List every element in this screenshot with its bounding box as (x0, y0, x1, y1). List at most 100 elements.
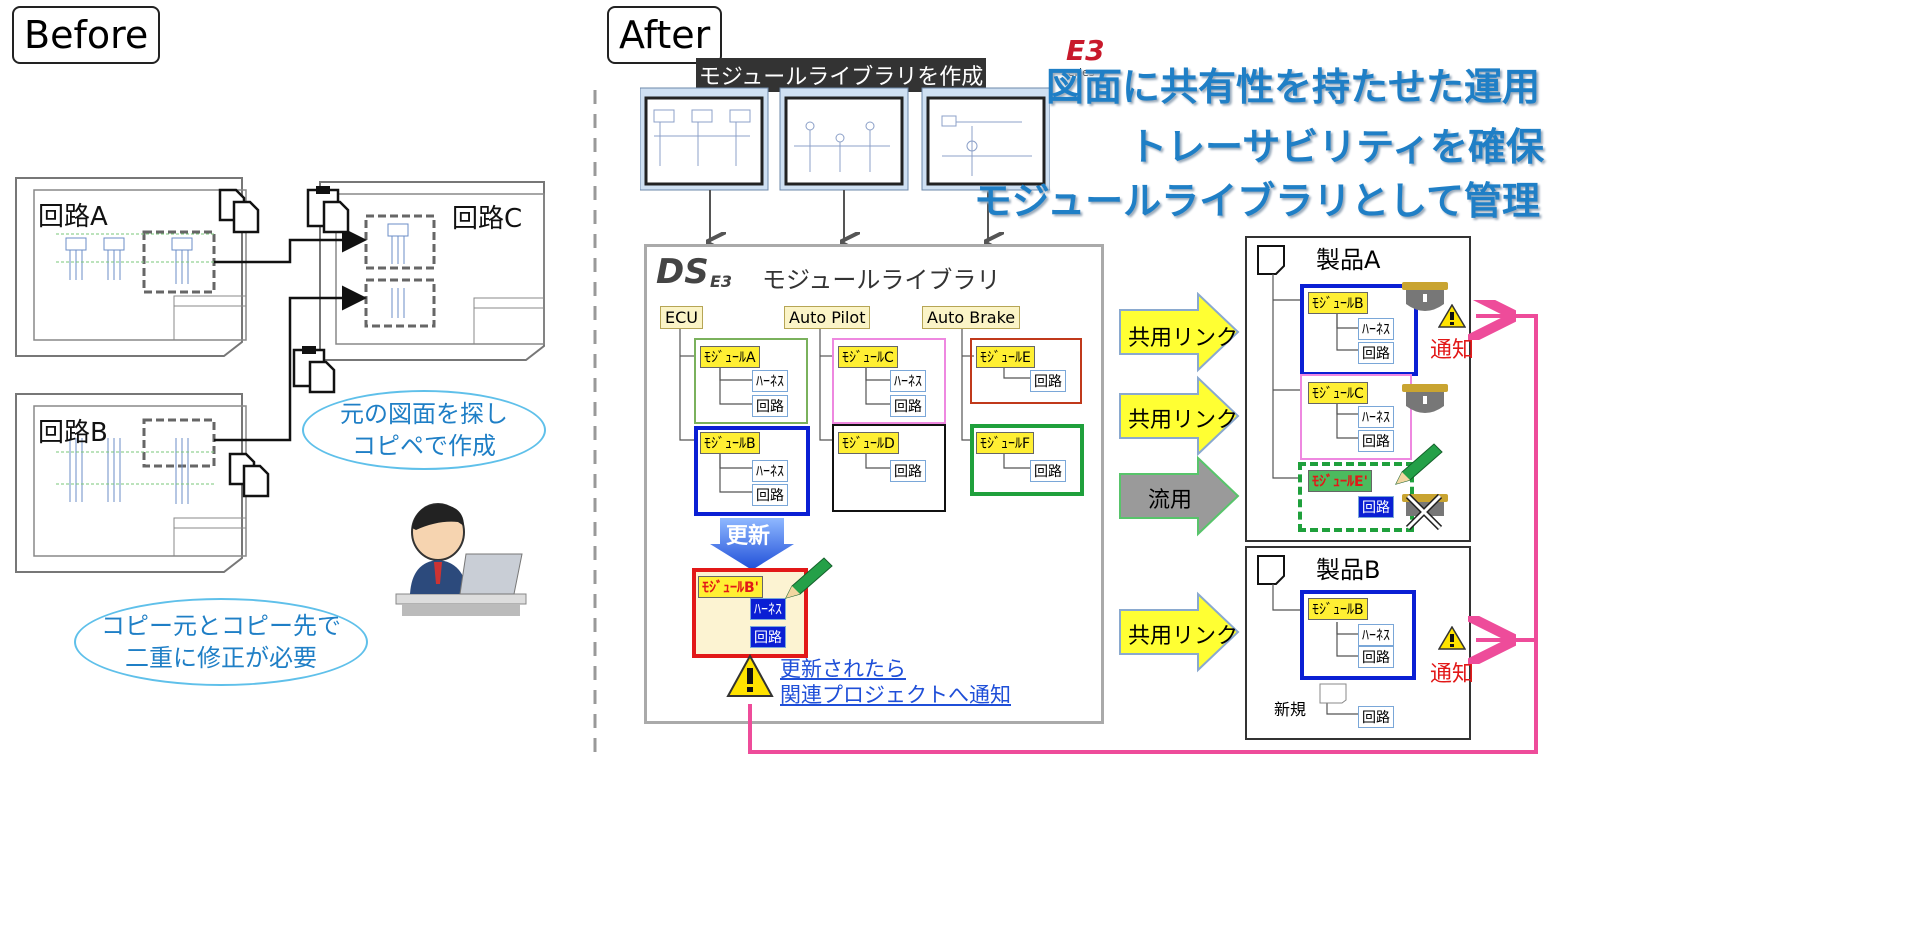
module-box-b[interactable] (694, 426, 810, 516)
after-label: After (607, 6, 723, 64)
circuit-label: 回路 (1358, 496, 1394, 518)
copy-icon (218, 188, 260, 234)
module-b-label: ﾓｼﾞｭｰﾙB (700, 432, 760, 454)
circuit-label: 回路 (890, 395, 926, 417)
notify-link[interactable]: 更新されたら 関連プロジェクトへ通知 (780, 656, 1011, 708)
module-c-label: ﾓｼﾞｭｰﾙC (838, 346, 898, 368)
document-icon (1257, 555, 1285, 585)
module-box-f[interactable] (970, 424, 1084, 496)
library-title: モジュールライブラリ (762, 266, 1001, 294)
document-icon (1257, 245, 1285, 275)
harness-label: ﾊｰﾈｽ (1358, 406, 1394, 428)
harness-label: ﾊｰﾈｽ (890, 370, 926, 392)
ds-logo: DS (656, 252, 709, 292)
product-b-module-b[interactable] (1300, 590, 1416, 680)
update-arrow (710, 518, 794, 570)
product-b-label: 製品B (1316, 556, 1381, 584)
heading-traceability: トレーサビリティを確保 (1129, 125, 1544, 169)
harness-label: ﾊｰﾈｽ (752, 370, 788, 392)
notify-line: 関連プロジェクトへ通知 (780, 683, 1011, 707)
module-b-label: ﾓｼﾞｭｰﾙB (1308, 292, 1368, 314)
module-box-e[interactable] (970, 338, 1082, 404)
e3-logo: E3 (710, 272, 733, 291)
warning-icon (1438, 626, 1466, 650)
module-e-prime-label: ﾓｼﾞｭｰﾙE' (1308, 470, 1372, 492)
product-a-label: 製品A (1316, 246, 1381, 274)
harness-label: ﾊｰﾈｽ (1358, 318, 1394, 340)
pencil-icon (1395, 443, 1443, 485)
e3-series-logo: E3 (1066, 34, 1105, 67)
product-a-module-c[interactable] (1300, 374, 1412, 460)
warning-icon (726, 654, 774, 697)
shared-link-label: 共用リンク (1128, 326, 1239, 351)
circuit-a-label: 回路A (38, 202, 108, 232)
sheet-c (319, 181, 545, 361)
circuit-label: 回路 (752, 484, 788, 506)
speech-bubble-double-fix: コピー元とコピー先で二重に修正が必要 (74, 598, 368, 686)
bubble-line: 二重に修正が必要 (125, 644, 317, 672)
module-box-d[interactable] (832, 424, 946, 512)
before-label: Before (12, 6, 161, 64)
bubble-line: コピー元とコピー先で (101, 612, 341, 640)
bubble-line: 元の図面を探し (340, 400, 508, 428)
product-b-tree-lines (1272, 584, 1359, 715)
warning-icon (1438, 304, 1466, 328)
circuit-label: 回路 (752, 395, 788, 417)
circuit-label: 回路 (890, 460, 926, 482)
update-label: 更新 (726, 524, 771, 549)
circuit-b-label: 回路B (38, 418, 108, 448)
circuit-c-label: 回路C (452, 204, 523, 234)
create-library-label: モジュールライブラリを作成 (696, 58, 986, 92)
notify-line: 更新されたら (780, 657, 906, 681)
section-divider (593, 90, 597, 760)
circuit-label: 回路 (1358, 430, 1394, 452)
copy-arrows (214, 227, 367, 442)
shared-link-label: 共用リンク (1128, 408, 1239, 433)
lock-link-icon (1402, 282, 1448, 311)
folder-icon (1319, 683, 1347, 704)
module-box-c[interactable] (832, 338, 946, 424)
schematic-thumbnails (640, 87, 1050, 191)
link-arrows (1119, 292, 1240, 673)
reuse-label: 流用 (1148, 488, 1193, 513)
notification-path (748, 300, 1538, 754)
module-box-a[interactable] (694, 338, 808, 424)
module-e-label: ﾓｼﾞｭｰﾙE (976, 346, 1035, 368)
sheet-b (15, 393, 247, 573)
paste-icon (292, 346, 336, 394)
module-d-label: ﾓｼﾞｭｰﾙD (838, 432, 899, 454)
circuit-label: 回路 (1030, 460, 1066, 482)
bubble-line: コピペで作成 (352, 432, 496, 460)
notify-label: 通知 (1430, 338, 1475, 363)
folder-ecu[interactable]: ECU (660, 306, 703, 329)
folder-autopilot[interactable]: Auto Pilot (784, 306, 871, 329)
heading-sharing: 図面に共有性を持たせた運用 (1045, 65, 1540, 109)
module-f-label: ﾓｼﾞｭｰﾙF (976, 432, 1035, 454)
module-b-label: ﾓｼﾞｭｰﾙB (1308, 598, 1368, 620)
module-a-label: ﾓｼﾞｭｰﾙA (700, 346, 760, 368)
copy-icon (228, 452, 270, 498)
notify-label: 通知 (1430, 662, 1475, 687)
folder-autobrake[interactable]: Auto Brake (922, 306, 1021, 329)
worker-illustration (395, 503, 527, 616)
module-b-prime-label: ﾓｼﾞｭｰﾙB' (698, 576, 763, 598)
circuit-label: 回路 (1358, 342, 1394, 364)
heading-library: モジュールライブラリとして管理 (973, 179, 1540, 223)
paste-icon (306, 186, 350, 234)
product-a-tree-lines (1272, 274, 1359, 479)
circuit-label: 回路 (1030, 370, 1066, 392)
harness-label: ﾊｰﾈｽ (752, 460, 788, 482)
harness-label: ﾊｰﾈｽ (1358, 624, 1394, 646)
thumbnail-arrows (640, 190, 1050, 250)
speech-bubble-search: 元の図面を探しコピペで作成 (302, 390, 546, 470)
circuit-label: 回路 (750, 626, 786, 648)
harness-label: ﾊｰﾈｽ (750, 598, 786, 620)
broken-link-icon (1402, 493, 1448, 531)
module-c-label: ﾓｼﾞｭｰﾙC (1308, 382, 1368, 404)
sheet-a (15, 177, 247, 357)
circuit-label: 回路 (1358, 706, 1394, 728)
pencil-icon (785, 557, 833, 599)
circuit-label: 回路 (1358, 646, 1394, 668)
series-text: series (1062, 66, 1095, 79)
lock-link-icon (1402, 384, 1448, 413)
